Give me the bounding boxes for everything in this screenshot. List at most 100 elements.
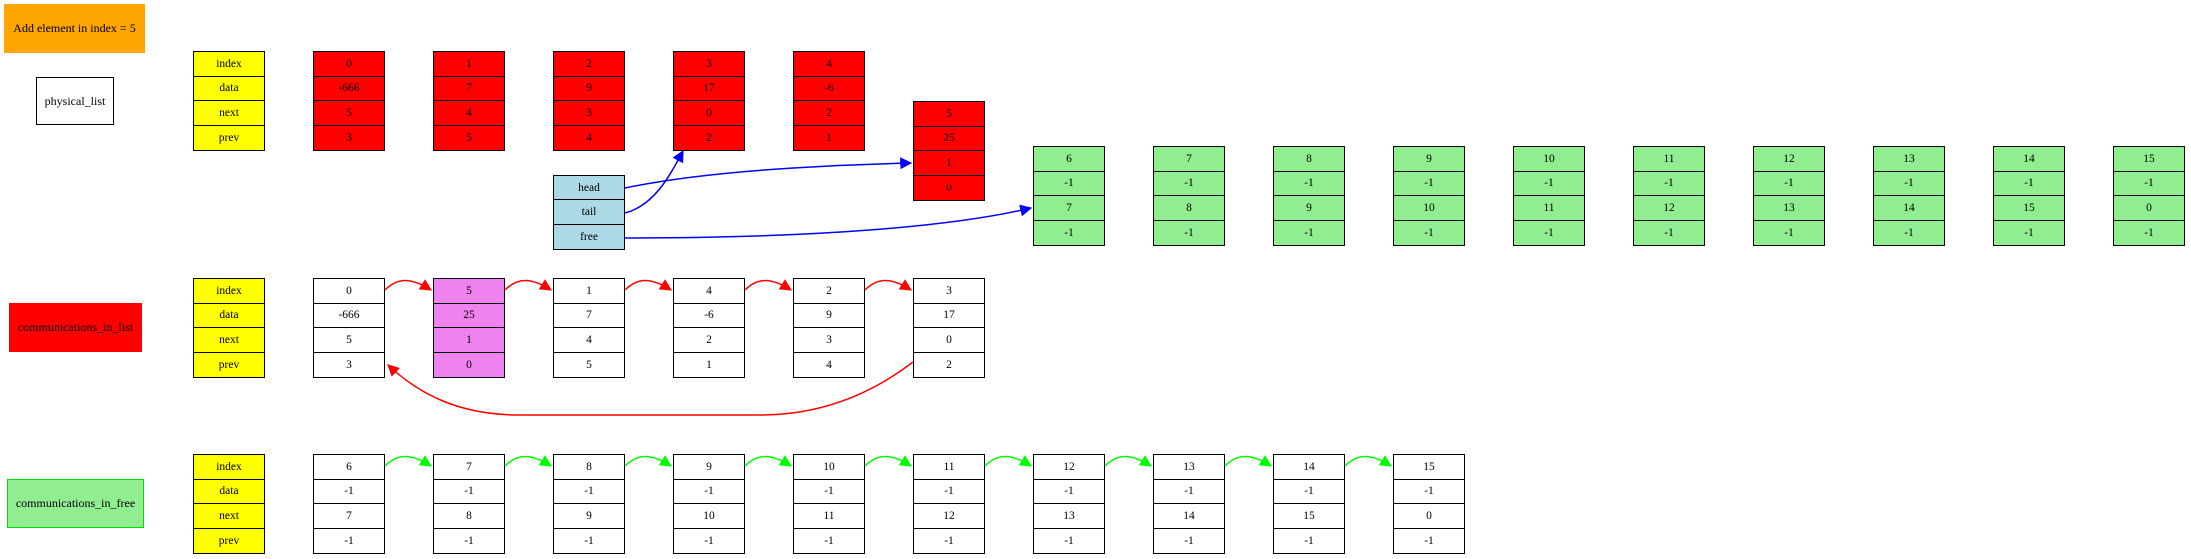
field-index: index [194,455,264,480]
node-next: 2 [674,328,744,353]
physical-node: 4 -6 2 1 [793,51,865,151]
list-wrap-arrow [387,361,914,416]
free-node: 14 -1 15 -1 [1273,454,1345,554]
free-next-arrow [1104,455,1153,467]
node-next: 1 [914,151,984,176]
node-next: 9 [1274,196,1344,221]
node-index: 9 [1394,147,1464,172]
list-next-arrow [624,279,673,291]
node-prev: -1 [2144,226,2154,239]
node-index: 8 [1274,147,1344,172]
head-arrow [624,157,913,189]
physical-node: 14 -1 15 -1 [1993,146,2065,246]
node-next: 10 [1394,196,1464,221]
node-next: 4 [434,101,504,126]
free-node: 6 -1 7 -1 [313,454,385,554]
free-next-arrow [1224,455,1273,467]
field-index: index [194,52,264,77]
node-index: 1 [554,279,624,304]
node-prev: 4 [826,358,832,371]
node-next: 5 [314,101,384,126]
diagram-title: Add element in index = 5 [4,4,145,53]
node-index: 6 [1034,147,1104,172]
node-index: 13 [1154,455,1224,480]
field-data: data [194,480,264,504]
node-prev: -1 [1064,226,1074,239]
node-data: -1 [794,480,864,504]
node-data: -1 [1634,172,1704,196]
tail-arrow [624,149,684,214]
node-prev: 2 [946,358,952,371]
free-node: 9 -1 10 -1 [673,454,745,554]
node-prev: 0 [946,181,952,194]
node-next: 15 [1994,196,2064,221]
node-next: 7 [314,504,384,529]
node-prev: 1 [826,131,832,144]
node-data: -1 [1274,480,1344,504]
node-prev: -1 [944,534,954,547]
physical-node: 1 7 4 5 [433,51,505,151]
node-prev: -1 [344,534,354,547]
node-index: 4 [674,279,744,304]
physical-node: 12 -1 13 -1 [1753,146,1825,246]
node-index: 12 [1034,455,1104,480]
field-prev: prev [218,534,240,547]
node-index: 6 [314,455,384,480]
physical-node: 15 -1 0 -1 [2113,146,2185,246]
physical-node: 3 17 0 2 [673,51,745,151]
node-index: 10 [1514,147,1584,172]
node-data: -6 [674,304,744,328]
node-data: 9 [794,304,864,328]
free-next-arrow [504,455,553,467]
node-next: 8 [434,504,504,529]
free-next-arrow [1344,455,1393,467]
physical-node: 0 -666 5 3 [313,51,385,151]
node-next: 15 [1274,504,1344,529]
node-data: -1 [914,480,984,504]
free-node: 11 -1 12 -1 [913,454,985,554]
node-prev: 4 [586,131,592,144]
node-data: -1 [1154,480,1224,504]
node-prev: -1 [1304,534,1314,547]
physical-node: 8 -1 9 -1 [1273,146,1345,246]
node-index: 11 [1634,147,1704,172]
node-data: -1 [434,480,504,504]
node-prev: -1 [1904,226,1914,239]
node-index: 10 [794,455,864,480]
field-next: next [194,504,264,529]
node-index: 11 [914,455,984,480]
free-next-arrow [744,455,793,467]
node-data: 25 [434,304,504,328]
node-next: 14 [1874,196,1944,221]
physical-list-label: physical_list [36,77,114,125]
node-data: -666 [314,77,384,101]
field-prev: prev [218,358,240,371]
node-index: 14 [1994,147,2064,172]
free-node: 15 -1 0 -1 [1393,454,1465,554]
physical-node: 9 -1 10 -1 [1393,146,1465,246]
node-index: 15 [2114,147,2184,172]
node-next: 11 [1514,196,1584,221]
node-data: 9 [554,77,624,101]
list-node: 2 9 3 4 [793,278,865,378]
node-data: 7 [554,304,624,328]
node-next: 12 [1634,196,1704,221]
node-next: 0 [2114,196,2184,221]
node-prev: -1 [824,534,834,547]
node-index: 0 [314,52,384,77]
free-pointer: free [580,230,598,243]
node-next: 7 [1034,196,1104,221]
field-data: data [194,304,264,328]
node-data: -1 [674,480,744,504]
node-data: -1 [1394,172,1464,196]
node-index: 4 [794,52,864,77]
node-data: -666 [314,304,384,328]
physical-field-header: index data next prev [193,51,265,151]
field-next: next [194,328,264,353]
node-next: 13 [1754,196,1824,221]
list-row-label: communications_in_list [9,303,142,352]
node-index: 5 [434,279,504,304]
list-node: 1 7 4 5 [553,278,625,378]
list-node-highlighted: 5 25 1 0 [433,278,505,378]
